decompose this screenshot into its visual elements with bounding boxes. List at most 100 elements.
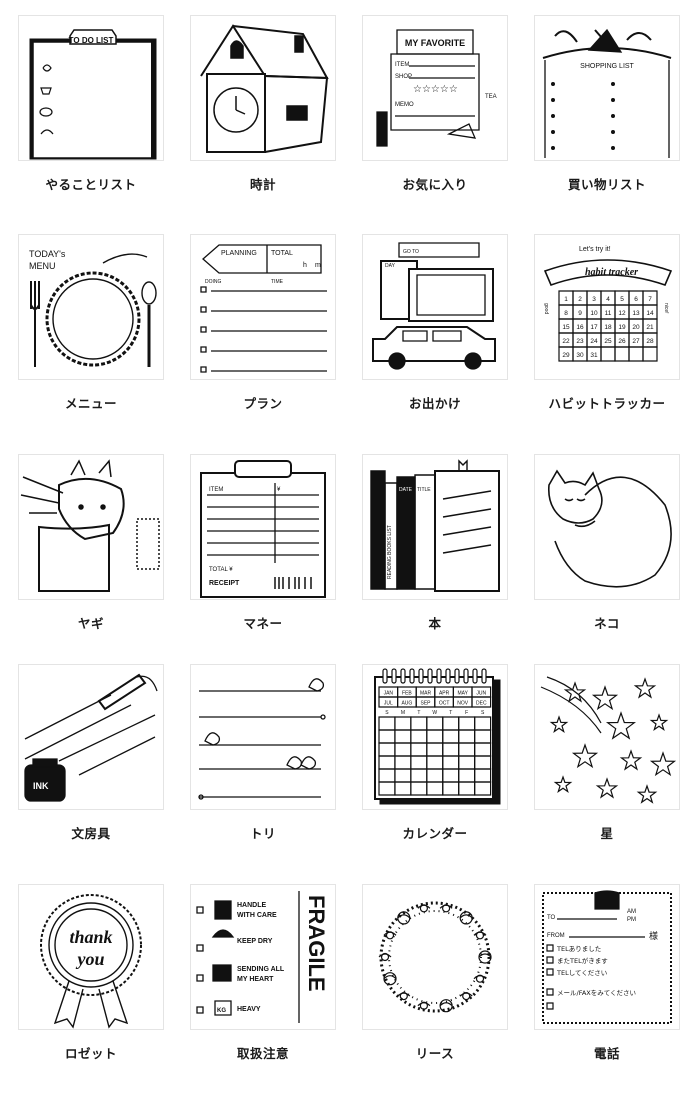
planning-pencil-icon[interactable]: PLANNING TOTAL h m DOING TIME <box>190 234 336 380</box>
svg-text:ITEM: ITEM <box>395 62 409 68</box>
telephone-memo-icon[interactable]: TO AM PM FROM 様 TELありました またTELがきます TELして… <box>534 884 680 1030</box>
item-caption[interactable]: ハビットトラッカー <box>548 396 666 411</box>
shopping-list-bag-icon[interactable]: SHOPPING LIST <box>534 15 680 161</box>
item-caption[interactable]: お出かけ <box>408 396 461 411</box>
habit-day-number: 29 <box>562 352 570 359</box>
item-card-fragile[interactable]: KG HANDLE WITH CARE KEEP DRY SENDING ALL… <box>190 884 336 1062</box>
calendar-month-label: JUN <box>476 691 486 697</box>
item-card-money[interactable]: ITEM ¥ TOTAL ¥ RECEIPT マネー <box>190 454 336 632</box>
svg-text:MY HEART: MY HEART <box>237 976 274 983</box>
habit-day-number: 27 <box>632 338 640 345</box>
thank-you-rosette-icon[interactable]: thank you <box>18 884 164 1030</box>
item-caption[interactable]: ネコ <box>594 616 620 631</box>
item-caption[interactable]: カレンダー <box>402 826 468 841</box>
item-caption[interactable]: プラン <box>243 396 283 411</box>
item-caption[interactable]: ヤギ <box>77 616 104 631</box>
habit-day-number: 16 <box>576 324 584 331</box>
item-caption[interactable]: 買い物リスト <box>567 177 646 192</box>
item-caption[interactable]: 取扱注意 <box>236 1046 289 1061</box>
svg-text:RECEIPT: RECEIPT <box>209 580 240 587</box>
item-card-favorite[interactable]: MY FAVORITE ITEM SHOP ☆☆☆☆☆ MEMO TEA お気に… <box>362 15 508 193</box>
habit-day-number: 21 <box>646 324 654 331</box>
item-caption[interactable]: トリ <box>249 826 276 841</box>
clock-house-icon[interactable] <box>190 15 336 161</box>
item-card-birds[interactable]: トリ <box>190 664 336 842</box>
svg-text:またTELがきます: またTELがきます <box>557 956 608 965</box>
svg-text:DAY: DAY <box>385 263 396 269</box>
star-shape <box>598 779 617 797</box>
car-luggage-icon[interactable]: GO TO DAY <box>362 234 508 380</box>
item-card-cat[interactable]: ネコ <box>534 454 680 632</box>
calendar-month-label: SEP <box>420 701 431 707</box>
calendar-weekday-label: W <box>432 710 437 716</box>
pen-ink-bottle-icon[interactable]: INK <box>18 664 164 810</box>
wreath-leaf <box>460 993 472 996</box>
habit-day-number: 9 <box>578 310 582 317</box>
calendar-month-label: MAR <box>420 691 432 697</box>
habit-day-number: 12 <box>618 310 626 317</box>
item-caption[interactable]: お気に入り <box>402 177 468 192</box>
svg-text:PLANNING: PLANNING <box>221 250 257 257</box>
habit-day-number: 1 <box>564 296 568 303</box>
item-card-stationery[interactable]: INK 文房具 <box>18 664 164 842</box>
habit-day-number: 8 <box>564 310 568 317</box>
star-shape <box>638 786 655 802</box>
item-caption[interactable]: やることリスト <box>45 177 137 192</box>
habit-day-number: 17 <box>590 324 598 331</box>
menu-plate-icon[interactable]: TODAY's MENU <box>18 234 164 380</box>
goat-icon[interactable] <box>18 454 164 600</box>
fragile-label-icon[interactable]: KG HANDLE WITH CARE KEEP DRY SENDING ALL… <box>190 884 336 1030</box>
sleeping-cat-icon[interactable] <box>534 454 680 600</box>
svg-text:AM: AM <box>627 909 636 915</box>
svg-text:HANDLE: HANDLE <box>237 902 266 909</box>
item-caption[interactable]: 本 <box>428 616 442 631</box>
svg-text:habit tracker: habit tracker <box>585 267 638 278</box>
todo-list-clipboard-icon[interactable]: TO DO LIST <box>18 15 164 161</box>
svg-text:TOTAL ¥: TOTAL ¥ <box>209 567 233 573</box>
item-caption[interactable]: 星 <box>600 826 614 841</box>
calendar-weekday-label: T <box>417 710 420 716</box>
birds-on-lines-icon[interactable] <box>190 664 336 810</box>
favorite-card-icon[interactable]: MY FAVORITE ITEM SHOP ☆☆☆☆☆ MEMO TEA <box>362 15 508 161</box>
item-card-rosette[interactable]: thank you ロゼット <box>18 884 164 1062</box>
calendar-month-label: AUG <box>401 701 412 707</box>
svg-text:MEMO: MEMO <box>395 102 414 108</box>
item-card-plan[interactable]: PLANNING TOTAL h m DOING TIME プラン <box>190 234 336 412</box>
item-card-shopping[interactable]: SHOPPING LIST 買い物リスト <box>534 15 680 193</box>
item-caption[interactable]: 文房具 <box>71 826 111 841</box>
item-caption[interactable]: マネー <box>243 616 283 631</box>
item-card-menu[interactable]: TODAY's MENU メニュー <box>18 234 164 412</box>
item-card-goat[interactable]: ヤギ <box>18 454 164 632</box>
item-caption[interactable]: メニュー <box>64 396 117 411</box>
item-caption[interactable]: 時計 <box>249 177 276 192</box>
habit-day-number: 18 <box>604 324 612 331</box>
flower-wreath-icon[interactable] <box>362 884 508 1030</box>
item-card-books[interactable]: DATE TITLE READING BOOKS LIST 本 <box>362 454 508 632</box>
item-caption[interactable]: 電話 <box>593 1046 620 1061</box>
item-caption[interactable]: ロゼット <box>64 1046 117 1061</box>
wreath-leaf <box>398 993 410 996</box>
item-card-wreath[interactable]: リース <box>362 884 508 1062</box>
item-card-clock[interactable]: 時計 <box>190 15 336 193</box>
calendar-month-label: MAY <box>457 691 468 697</box>
svg-text:FRAGILE: FRAGILE <box>304 895 329 992</box>
svg-text:Let's try it!: Let's try it! <box>579 246 611 253</box>
item-card-outing[interactable]: GO TO DAY お出かけ <box>362 234 508 412</box>
wreath-leaf <box>474 976 486 979</box>
shooting-stars-icon[interactable] <box>534 664 680 810</box>
item-card-stars[interactable]: 星 <box>534 664 680 842</box>
item-caption[interactable]: リース <box>415 1046 455 1061</box>
habit-day-number: 20 <box>632 324 640 331</box>
receipt-clipboard-icon[interactable]: ITEM ¥ TOTAL ¥ RECEIPT <box>190 454 336 600</box>
star-shape <box>574 745 597 767</box>
svg-text:SHOP: SHOP <box>395 74 412 80</box>
item-card-phone[interactable]: TO AM PM FROM 様 TELありました またTELがきます TELして… <box>534 884 680 1062</box>
books-icon[interactable]: DATE TITLE READING BOOKS LIST <box>362 454 508 600</box>
item-card-todo[interactable]: TO DO LIST やることリスト <box>18 15 164 193</box>
star-shape <box>594 687 617 709</box>
habit-day-number: 15 <box>562 324 570 331</box>
